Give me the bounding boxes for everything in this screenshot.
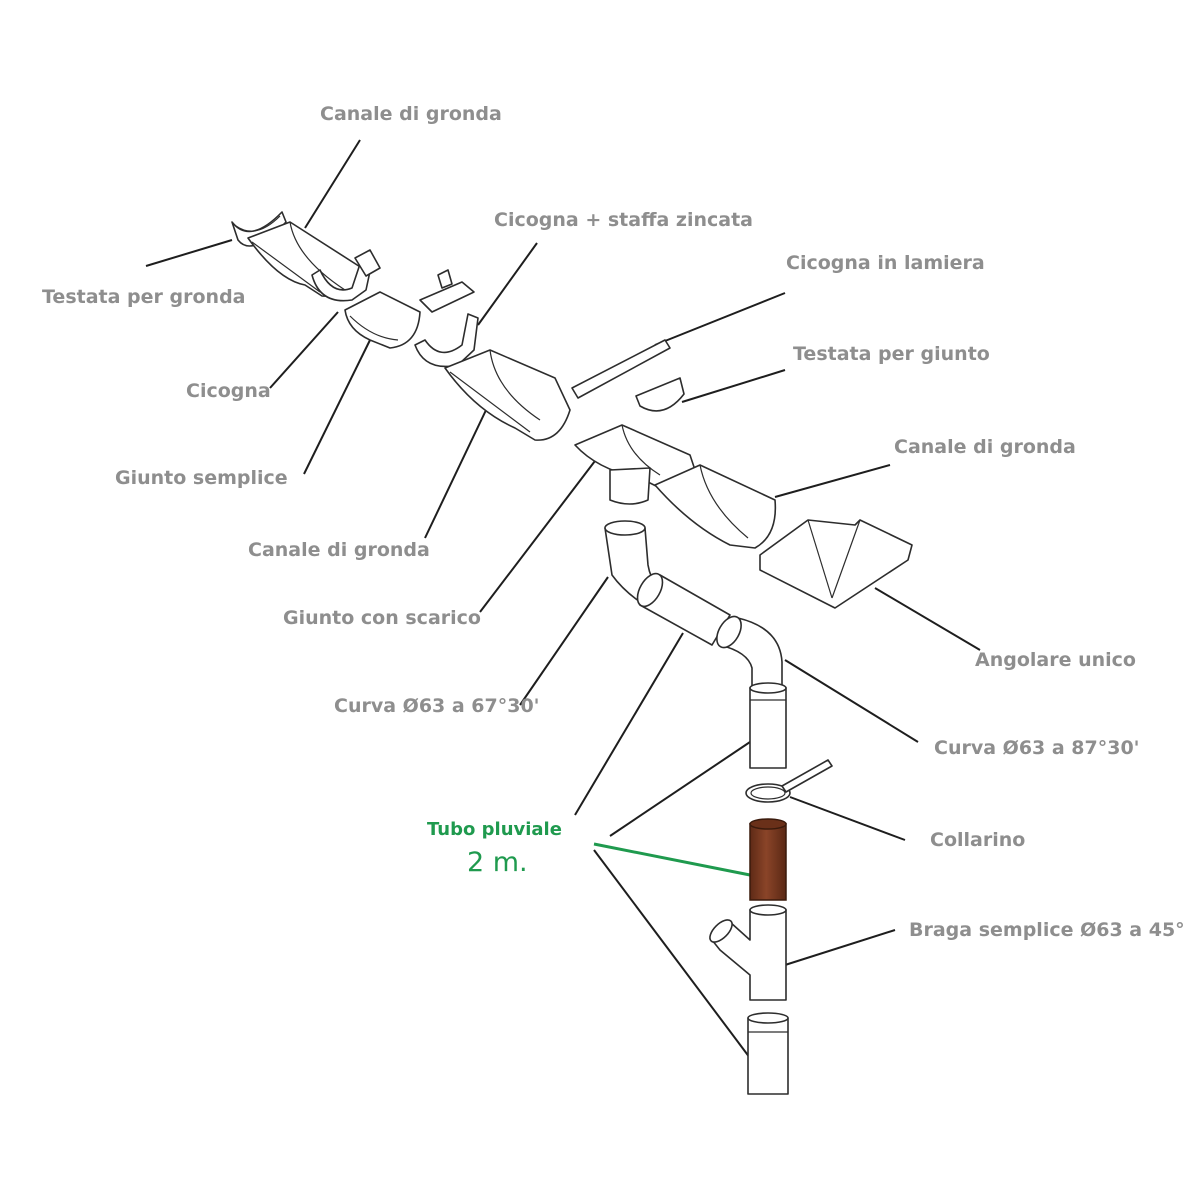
leader-curva-67 xyxy=(519,576,609,706)
gutter-section-top xyxy=(247,221,366,297)
hanger-cicogna xyxy=(311,249,381,302)
hanger-staffa xyxy=(414,269,479,368)
label-curva-67: Curva Ø63 a 67°30' xyxy=(334,695,540,717)
label-canale-top: Canale di gronda xyxy=(320,103,502,125)
leader-canale-mid xyxy=(424,407,488,539)
leader-canale-top xyxy=(304,139,361,229)
label-canale-right: Canale di gronda xyxy=(894,436,1076,458)
leader-curva-87 xyxy=(784,659,919,743)
hanger-lamiera xyxy=(571,339,671,399)
label-curva-87: Curva Ø63 a 87°30' xyxy=(934,737,1140,759)
leader-testata-gronda xyxy=(145,239,233,267)
collar-bracket xyxy=(745,759,833,803)
label-cicogna-lamiera: Cicogna in lamiera xyxy=(786,252,985,274)
leader-tubo-1 xyxy=(574,632,684,816)
label-cicogna-staffa: Cicogna + staffa zincata xyxy=(494,209,753,231)
leader-cicogna-lamiera xyxy=(654,292,786,346)
end-cap-joint xyxy=(635,377,685,412)
label-testata-gronda: Testata per gronda xyxy=(42,286,246,308)
leader-cicogna-staffa xyxy=(477,242,538,326)
leader-collarino xyxy=(789,796,906,841)
label-testata-giunto: Testata per giunto xyxy=(793,343,990,365)
label-angolare: Angolare unico xyxy=(975,649,1136,671)
branch-45 xyxy=(709,904,787,1001)
leader-canale-right xyxy=(774,464,891,498)
joint-simple xyxy=(344,291,421,349)
label-cicogna: Cicogna xyxy=(186,380,271,402)
end-cap-gutter xyxy=(231,211,287,247)
pipe-segment-diagonal xyxy=(636,572,731,646)
leader-tubo-3 xyxy=(593,849,751,1059)
elbow-87 xyxy=(716,615,783,691)
label-giunto-scarico: Giunto con scarico xyxy=(283,607,481,629)
leader-lines xyxy=(145,139,981,1059)
pipe-vertical-bottom xyxy=(747,1012,789,1095)
leader-braga xyxy=(784,929,896,966)
label-braga: Braga semplice Ø63 a 45° xyxy=(909,919,1185,941)
downpipe-brown xyxy=(749,818,787,901)
label-giunto-semplice: Giunto semplice xyxy=(115,467,288,489)
pipe-vertical-top xyxy=(749,682,787,769)
leader-giunto-semplice xyxy=(303,335,373,475)
corner-angle xyxy=(759,519,913,609)
label-canale-mid: Canale di gronda xyxy=(248,539,430,561)
gutter-section-mid xyxy=(444,349,571,441)
label-tubo-pluviale: Tubo pluviale xyxy=(427,819,562,840)
leader-angolare xyxy=(874,587,981,651)
leader-testata-giunto xyxy=(681,369,786,403)
leader-giunto-scarico xyxy=(479,456,599,613)
leader-tubo-accent xyxy=(593,842,751,877)
leader-tubo-2 xyxy=(609,741,751,837)
label-tubo-length: 2 m. xyxy=(467,847,528,878)
gutter-section-right xyxy=(654,464,777,549)
leader-cicogna xyxy=(269,311,339,389)
label-collarino: Collarino xyxy=(930,829,1026,851)
